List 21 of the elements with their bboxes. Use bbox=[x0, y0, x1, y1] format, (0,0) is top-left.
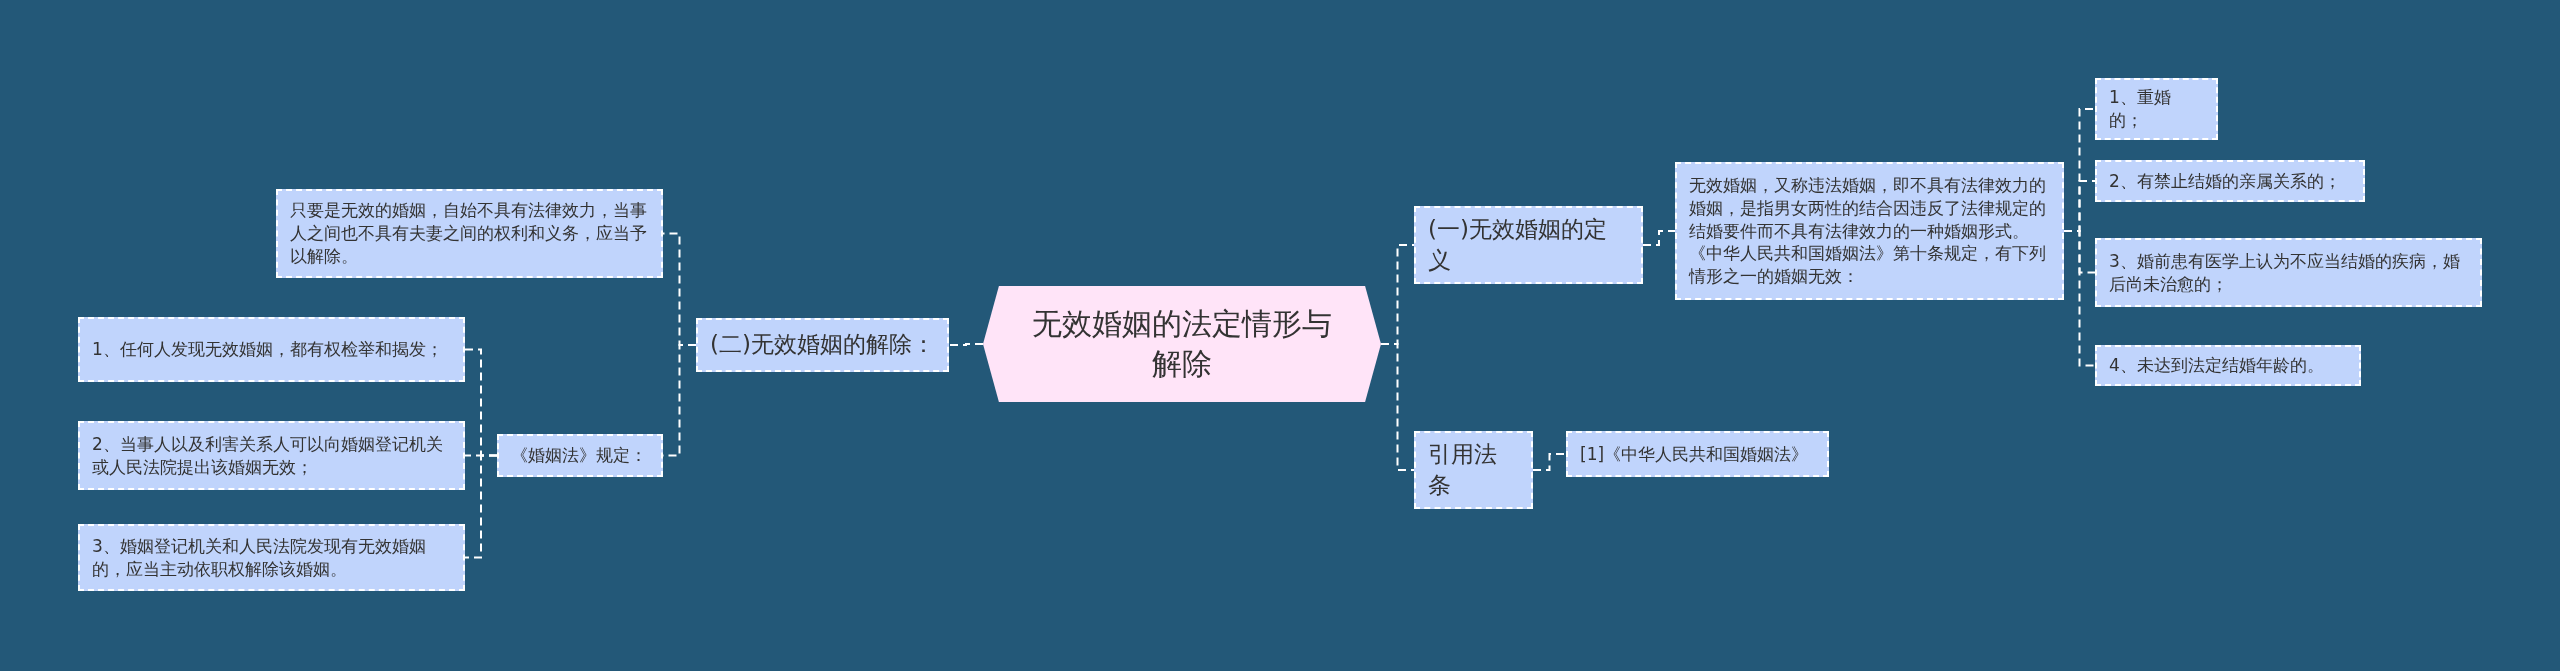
connector-line bbox=[1532, 453, 1567, 471]
connector-line bbox=[948, 343, 984, 346]
connector-line bbox=[1380, 343, 1415, 471]
topic-box: (二)无效婚姻的解除： bbox=[696, 318, 949, 372]
text-box: 4、未达到法定结婚年龄的。 bbox=[2095, 345, 2361, 386]
text-box: 只要是无效的婚姻，自始不具有法律效力，当事人之间也不具有夫妻之间的权利和义务，应当予以解除。 bbox=[276, 189, 663, 278]
central-topic: 无效婚姻的法定情形与解除 bbox=[983, 286, 1381, 402]
connector-line bbox=[1642, 230, 1676, 246]
text-box: 1、重婚的； bbox=[2095, 78, 2218, 140]
topic-box: 引用法条 bbox=[1414, 431, 1533, 510]
connector-line bbox=[464, 454, 498, 559]
text-box: 3、婚姻登记机关和人民法院发现有无效婚姻的，应当主动依职权解除该婚姻。 bbox=[78, 524, 465, 591]
topic-box: (一)无效婚姻的定义 bbox=[1414, 206, 1643, 285]
text-box: 1、任何人发现无效婚姻，都有权检举和揭发； bbox=[78, 317, 465, 382]
connector-line bbox=[2063, 230, 2096, 367]
text-box: [1]《中华人民共和国婚姻法》 bbox=[1566, 431, 1829, 477]
text-box: 2、有禁止结婚的亲属关系的； bbox=[2095, 160, 2365, 202]
text-box: 3、婚前患有医学上认为不应当结婚的疾病，婚后尚未治愈的； bbox=[2095, 238, 2482, 307]
text-box: 《婚姻法》规定： bbox=[497, 434, 663, 477]
text-box: 2、当事人以及利害关系人可以向婚姻登记机关或人民法院提出该婚姻无效； bbox=[78, 421, 465, 490]
text-box: 无效婚姻，又称违法婚姻，即不具有法律效力的婚姻，是指男女两性的结合因违反了法律规定的结婚要件而不具有法律效力的一种婚姻形式。《中华人民共和国婚姻法》第十条规定，有下列情形之一的婚姻无效： bbox=[1675, 162, 2064, 300]
